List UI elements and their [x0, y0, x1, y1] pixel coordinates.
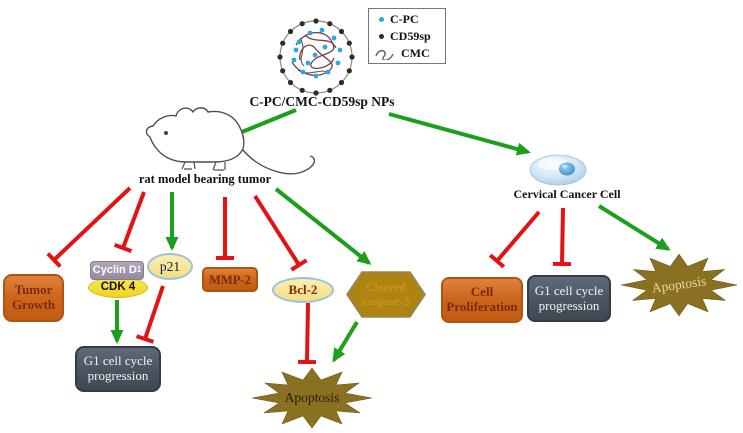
node-g1-progression-left: G1 cell cycle progression: [75, 346, 161, 392]
node-g1-progression-right: G1 cell cycle progression: [527, 275, 611, 322]
cell-nucleus: [559, 162, 575, 176]
apoptosis-star-left: [251, 367, 373, 429]
apoptosis-left-label: Apoptosis: [284, 390, 340, 405]
arrow-caspase3-to-apoptosis: [332, 320, 359, 363]
cd59sp-dots: [277, 18, 355, 96]
caspase-hexagon: [346, 271, 426, 318]
legend-item-cmc: CMC: [375, 46, 441, 61]
legend-box: C-PC CD59sp CMC: [368, 8, 446, 64]
node-cell-proliferation: Cell Proliferation: [441, 277, 523, 323]
node-apoptosis-left: Apoptosis: [251, 364, 373, 432]
cancer-cell-illustration: [529, 154, 587, 186]
legend-label-cmc: CMC: [401, 46, 430, 60]
node-bcl2: Bcl-2: [272, 277, 334, 303]
rat-label: rat model bearing tumor: [138, 172, 272, 186]
arrow-cell-to-apoptosis: [597, 204, 671, 251]
cyclin-d-subscript: 1: [136, 265, 142, 275]
inhibit-rat-to-tumor-growth: [46, 186, 132, 268]
nanoparticle-title: C-PC/CMC-CD59sp NPs: [249, 94, 395, 109]
apoptosis-star-right: [620, 253, 738, 317]
nanoparticle-illustration: [277, 18, 355, 96]
node-p21: p21: [147, 253, 193, 280]
node-cdk4: CDK 4: [88, 277, 148, 298]
legend-item-cpc: C-PC: [375, 12, 441, 27]
legend-label-cd59sp: CD59sp: [390, 29, 431, 43]
rat-illustration: [145, 107, 316, 175]
legend-item-cd59sp: CD59sp: [375, 29, 441, 44]
caspase-label: Cleaved caspase-3: [362, 279, 410, 308]
node-tumor-growth: Tumor Growth: [3, 274, 64, 322]
cpc-dot-icon: [379, 17, 384, 22]
rat-tail: [242, 149, 316, 175]
cyclin-d-text: Cyclin D: [92, 264, 137, 277]
cell-label: Cervical Cancer Cell: [513, 187, 621, 201]
inhibit-p21-to-g1: [135, 285, 165, 344]
node-apoptosis-right: Apoptosis: [620, 250, 738, 320]
arrow-nps-to-cell: [388, 112, 531, 156]
inhibition-arrows: [46, 186, 572, 365]
activation-arrows: [110, 108, 671, 363]
inhibit-cell-to-g1: [552, 207, 572, 267]
cpc-dots: [291, 27, 343, 79]
inhibit-cell-to-proliferation: [488, 210, 541, 269]
inhibit-bcl2-to-apoptosis: [297, 302, 317, 365]
arrow-nps-to-rat: [229, 108, 297, 138]
node-cleaved-caspase3: Cleaved caspase-3: [346, 271, 426, 318]
cd59sp-dot-icon: [379, 34, 384, 39]
arrow-rat-to-caspase3: [274, 187, 372, 265]
inhibit-rat-to-cyclin: [113, 191, 146, 254]
node-mmp2: MMP-2: [202, 267, 258, 292]
rat-eye: [164, 131, 168, 135]
inhibit-rat-to-bcl2: [253, 194, 308, 272]
cmc-squiggle-icon: [375, 49, 394, 60]
legend-label-cpc: C-PC: [390, 12, 419, 26]
rat-body: [145, 107, 245, 163]
